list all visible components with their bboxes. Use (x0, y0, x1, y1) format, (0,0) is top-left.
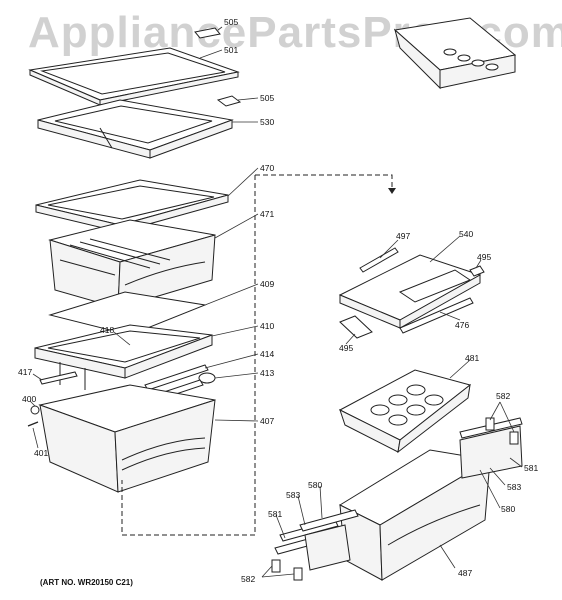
shelf-glass-501 (28, 47, 240, 106)
art-number-caption: (ART NO. WR20150 C21) (40, 578, 133, 587)
label-582-left: 582 (241, 574, 256, 584)
egg-tray-481 (338, 369, 472, 454)
clip-505-right (216, 95, 242, 107)
label-410: 410 (260, 321, 275, 331)
drawer-487 (338, 449, 492, 581)
label-501: 501 (224, 45, 239, 55)
trim-476 (399, 297, 474, 334)
clip-505-top (194, 27, 221, 39)
label-413: 413 (260, 368, 275, 378)
label-481: 481 (465, 353, 480, 363)
drawer-407 (38, 384, 216, 493)
label-401: 401 (34, 448, 49, 458)
label-476: 476 (455, 320, 470, 330)
drawer-frame-410 (34, 324, 213, 390)
label-470: 470 (260, 163, 275, 173)
leader-lines (29, 26, 523, 578)
label-580-right: 580 (501, 504, 516, 514)
label-583-right: 583 (507, 482, 522, 492)
label-583-left: 583 (286, 490, 301, 500)
label-580-left: 580 (308, 480, 323, 490)
label-581-left: 581 (268, 509, 283, 519)
label-400: 400 (22, 394, 37, 404)
clip-495-left (339, 315, 373, 339)
label-582-right: 582 (496, 391, 511, 401)
label-530: 530 (260, 117, 275, 127)
label-407: 407 (260, 416, 275, 426)
label-471: 471 (260, 209, 275, 219)
label-417: 417 (18, 367, 33, 377)
egg-tray-box (393, 17, 517, 90)
label-409: 409 (260, 279, 275, 289)
label-495-right: 495 (477, 252, 492, 262)
rail-417 (39, 371, 78, 385)
shelf-540 (338, 254, 482, 329)
label-505-top: 505 (224, 17, 239, 27)
shelf-frame-530 (37, 99, 234, 159)
label-505-right: 505 (260, 93, 275, 103)
label-495-left: 495 (339, 343, 354, 353)
screw-401 (27, 421, 39, 427)
label-418: 418 (100, 325, 115, 335)
block-582-left (271, 559, 303, 581)
label-581-right: 581 (524, 463, 539, 473)
rail-assembly-left (274, 509, 359, 571)
label-414: 414 (260, 349, 275, 359)
label-540: 540 (459, 229, 474, 239)
bearing-400 (30, 405, 40, 415)
label-487: 487 (458, 568, 473, 578)
label-497: 497 (396, 231, 411, 241)
